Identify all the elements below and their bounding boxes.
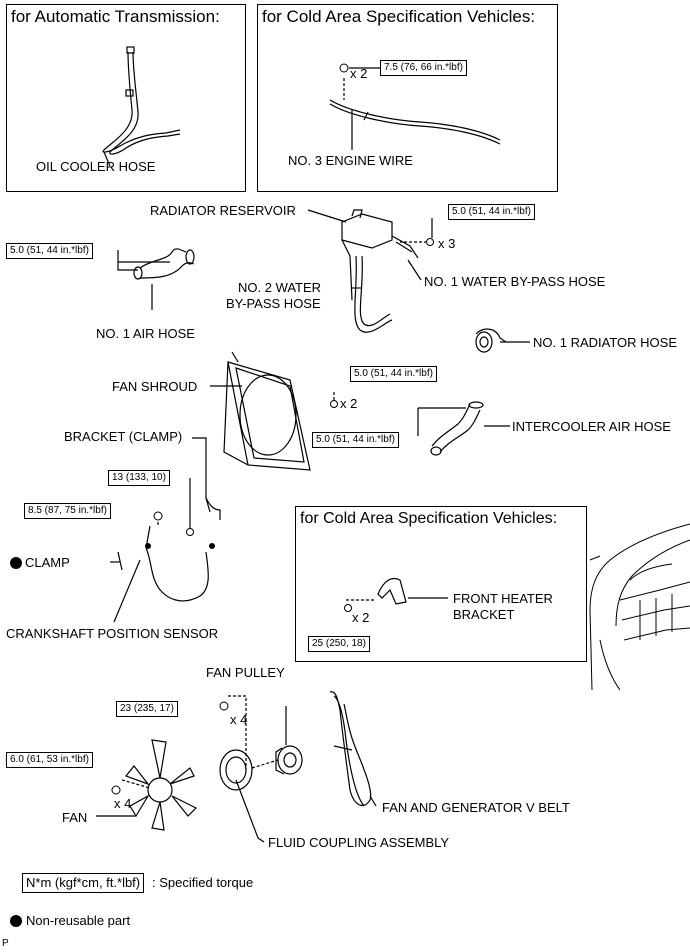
- fan-torque: 6.0 (61, 53 in.*lbf): [6, 752, 93, 768]
- no1-air-hose-torque: 5.0 (51, 44 in.*lbf): [6, 243, 93, 259]
- vehicle-front-sketch: [589, 523, 690, 691]
- crankshaft-sensor-torque: 8.5 (87, 75 in.*lbf): [24, 503, 111, 519]
- fan-label: FAN: [62, 810, 88, 825]
- fan-drawing: [96, 739, 198, 831]
- non-reusable-marker-icon: [10, 557, 22, 569]
- fan-pulley-qty: x 4: [230, 712, 248, 727]
- legend-nonreusable-text: Non-reusable part: [26, 913, 131, 928]
- legend-torque-box: N*m (kgf*cm, ft.*lbf): [22, 873, 145, 893]
- corner-mark: P: [2, 938, 9, 949]
- fluid-coupling-label: FLUID COUPLING ASSEMBLY: [268, 835, 450, 850]
- no3-engine-wire-label: NO. 3 ENGINE WIRE: [288, 153, 413, 168]
- no3-engine-wire-drawing: [329, 78, 501, 150]
- clamp-label: CLAMP: [25, 555, 70, 570]
- intercooler-air-hose-drawing: [417, 401, 510, 456]
- bolt-icon: [153, 511, 163, 521]
- bracket-clamp-torque: 13 (133, 10): [108, 470, 170, 486]
- oil-cooler-hose-drawing: [102, 46, 181, 167]
- bracket-clamp-drawing: [189, 437, 221, 530]
- legend-nonreusable-icon: [10, 915, 22, 927]
- no1-radiator-hose-label: NO. 1 RADIATOR HOSE: [533, 335, 677, 350]
- bolt-icon: [219, 701, 229, 711]
- fan-shroud-qty: x 2: [340, 396, 358, 411]
- cold-area-bottom-panel: [295, 506, 587, 662]
- crankshaft-sensor-label: CRANKSHAFT POSITION SENSOR: [6, 626, 219, 641]
- bolt-icon: [339, 63, 349, 73]
- automatic-transmission-title: for Automatic Transmission:: [11, 7, 220, 26]
- legend-torque-text: : Specified torque: [152, 875, 254, 890]
- front-heater-bracket-torque: 25 (250, 18): [308, 636, 370, 652]
- bracket-clamp-label: BRACKET (CLAMP): [64, 429, 183, 444]
- no1-air-hose-label: NO. 1 AIR HOSE: [96, 326, 195, 341]
- no1-water-bypass-hose-label: NO. 1 WATER BY-PASS HOSE: [424, 274, 606, 289]
- fan-shroud-torque: 5.0 (51, 44 in.*lbf): [350, 366, 437, 382]
- intercooler-air-hose-label: INTERCOOLER AIR HOSE: [512, 419, 671, 434]
- radiator-reservoir-label: RADIATOR RESERVOIR: [150, 203, 296, 218]
- fan-qty: x 4: [114, 796, 132, 811]
- bolt-icon: [344, 604, 352, 612]
- v-belt-label: FAN AND GENERATOR V BELT: [382, 800, 570, 815]
- fan-pulley-torque: 23 (235, 17): [116, 701, 178, 717]
- fan-shroud-drawing: [210, 351, 335, 471]
- fan-shroud-label: FAN SHROUD: [112, 379, 198, 394]
- no3-engine-wire-torque: 7.5 (76, 66 in.*lbf): [380, 60, 467, 76]
- fan-pulley-drawing: [275, 706, 303, 775]
- no2-water-bypass-hose-label-line1: NO. 2 WATER: [238, 280, 322, 295]
- v-belt-drawing: [329, 691, 377, 807]
- no3-engine-wire-qty: x 2: [350, 66, 368, 81]
- front-heater-bracket-qty: x 2: [352, 610, 370, 625]
- front-heater-bracket-drawing: [346, 577, 448, 605]
- cold-area-top-title: for Cold Area Specification Vehicles:: [262, 7, 536, 26]
- automatic-transmission-panel: [6, 4, 246, 192]
- cold-area-bottom-title: for Cold Area Specification Vehicles:: [300, 510, 558, 527]
- fluid-coupling-drawing: [219, 695, 279, 843]
- radiator-reservoir-drawing: [307, 209, 433, 333]
- fan-pulley-label: FAN PULLEY: [206, 665, 285, 680]
- no1-radiator-hose-drawing: [475, 328, 530, 353]
- bolt-icon: [330, 400, 338, 408]
- oil-cooler-hose-label: OIL COOLER HOSE: [36, 159, 156, 174]
- front-heater-bracket-label-line2: BRACKET: [453, 607, 515, 622]
- no1-air-hose-drawing: [117, 248, 195, 310]
- front-heater-bracket-label-line1: FRONT HEATER: [453, 591, 553, 606]
- intercooler-air-hose-torque: 5.0 (51, 44 in.*lbf): [312, 432, 399, 448]
- radiator-reservoir-torque: 5.0 (51, 44 in.*lbf): [448, 204, 535, 220]
- crankshaft-sensor-drawing: [110, 512, 209, 623]
- radiator-reservoir-qty: x 3: [438, 236, 456, 251]
- bolt-icon: [186, 528, 194, 536]
- cold-area-top-panel: [257, 4, 558, 192]
- bolt-icon: [426, 238, 434, 246]
- bolt-icon: [111, 785, 121, 795]
- no2-water-bypass-hose-label-line2: BY-PASS HOSE: [226, 296, 321, 311]
